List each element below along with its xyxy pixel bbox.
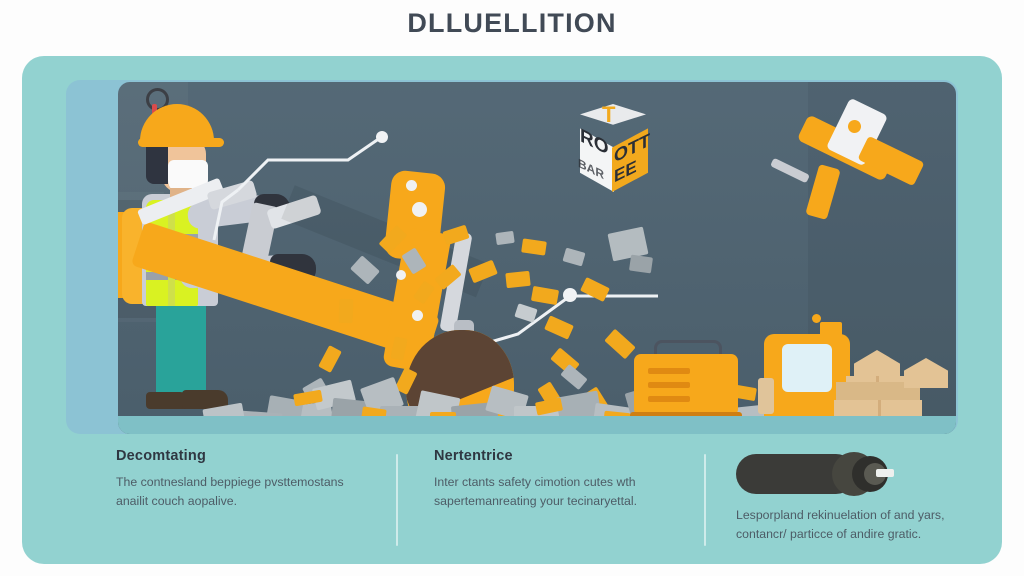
boom-pin: [396, 270, 406, 280]
scene-ground: [118, 416, 956, 434]
page-title: DLLUELLITION: [407, 8, 617, 38]
info-column-2: Nertentrice Inter ctants safety cimotion…: [434, 448, 696, 511]
box: [836, 382, 920, 402]
column-1-body: The contnesland beppiege pvsttemostans a…: [116, 475, 344, 508]
warning-cube: T RO BAR OTT EE: [566, 102, 662, 208]
info-column-3: Lesporpland rekinuelation of and yars, c…: [736, 506, 998, 544]
cylinder-icon: [736, 450, 911, 498]
cab-step: [758, 378, 774, 414]
column-2-heading: Nertentrice: [434, 448, 513, 464]
column-divider: [396, 454, 398, 546]
column-1-heading: Decomtating: [116, 448, 207, 464]
cab-beacon-light: [812, 314, 821, 323]
worker-boot: [182, 390, 228, 409]
generator-handle: [654, 340, 722, 359]
cab-window: [782, 344, 832, 392]
worker-leg: [156, 300, 184, 398]
column-3-body: Lesporpland rekinuelation of and yars, c…: [736, 508, 945, 541]
cab-beacon: [820, 322, 842, 338]
worker-leg: [180, 300, 206, 400]
content-card: T RO BAR OTT EE: [22, 56, 1002, 564]
info-column-1: Decomtating The contnesland beppiege pvs…: [116, 448, 378, 511]
worker-hair: [146, 144, 168, 184]
column-divider: [704, 454, 706, 546]
column-2-body: Inter ctants safety cimotion cutes wth s…: [434, 475, 638, 508]
boom-pin: [412, 202, 427, 217]
cube-top-label: T: [602, 102, 616, 127]
illustration-scene: T RO BAR OTT EE: [118, 82, 956, 434]
hard-hat-brim: [138, 138, 224, 147]
boom-pin: [406, 180, 417, 191]
info-columns: Decomtating The contnesland beppiege pvs…: [66, 448, 958, 558]
boom-pin: [412, 310, 423, 321]
worker-boot: [146, 392, 190, 409]
